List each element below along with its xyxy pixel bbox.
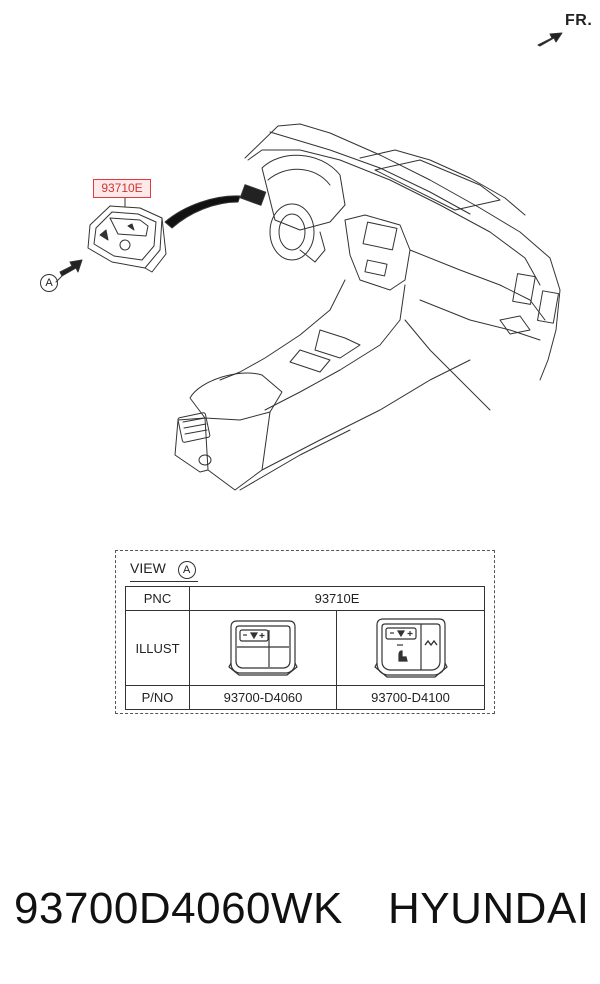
footer-part-number: 93700D4060WK [14, 884, 343, 933]
pnc-value: 93710E [188, 586, 486, 611]
front-direction-arrow-icon [537, 32, 563, 47]
illust-cell-2 [335, 610, 486, 686]
seat-heater-icon [397, 650, 408, 662]
steering-heater-icon [423, 639, 438, 647]
part-number-cell-2: 93700-D4100 [335, 685, 486, 710]
parts-table: PNC 93710E ILLUST [125, 586, 486, 710]
switch-illustration-2 [373, 618, 448, 678]
front-direction-label: FR. [565, 12, 593, 29]
footer-brand: HYUNDAI [388, 884, 590, 933]
part-number-cell-1: 93700-D4060 [189, 685, 337, 710]
dashboard-line-drawing [55, 32, 563, 491]
row-label-pno: P/NO [125, 685, 190, 710]
view-title: VIEW A [130, 560, 198, 582]
switch-illustration-1 [228, 620, 298, 676]
view-a-panel [115, 550, 495, 714]
switch-module-icon [87, 205, 167, 273]
row-label-pnc: PNC [125, 586, 190, 611]
view-title-marker: A [177, 561, 196, 579]
illust-cell-1 [189, 610, 337, 686]
view-title-text: VIEW [130, 560, 166, 576]
table-row: PNC 93710E [125, 586, 486, 611]
table-row: ILLUST [125, 610, 486, 686]
row-label-illust: ILLUST [125, 610, 190, 686]
table-row: P/NO 93700-D4060 93700-D4100 [125, 685, 486, 710]
view-a-marker: A [40, 274, 58, 292]
pnc-callout: 93710E [93, 179, 151, 198]
view-direction-arrow-icon [59, 259, 83, 277]
